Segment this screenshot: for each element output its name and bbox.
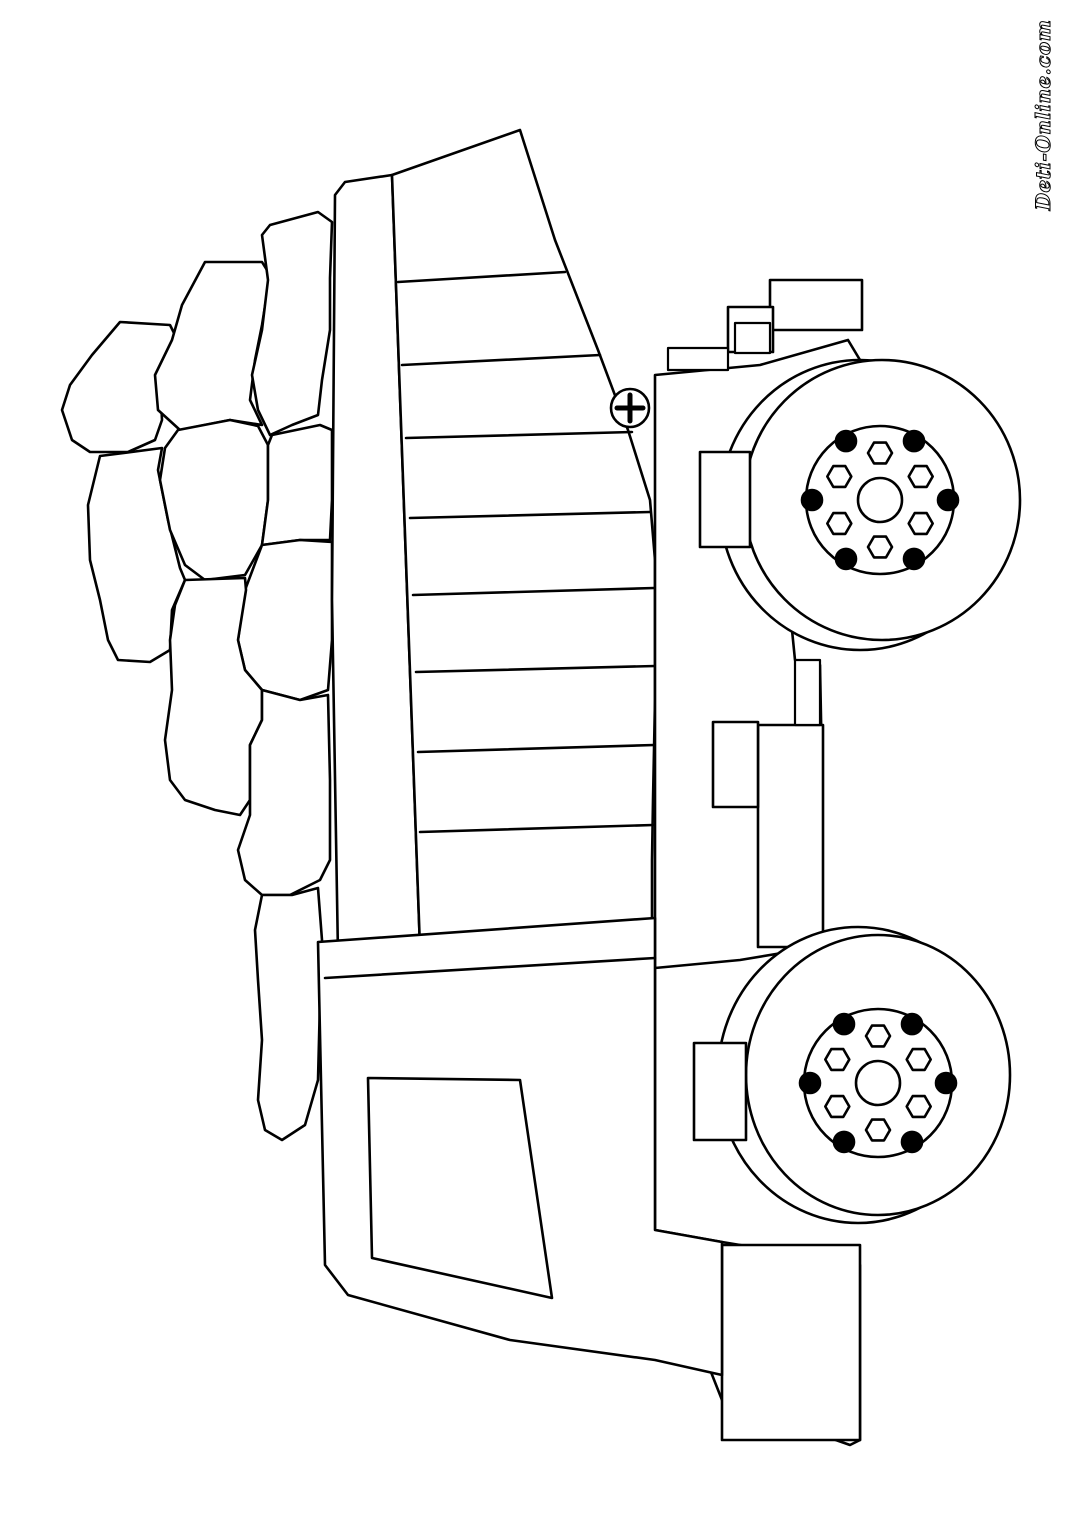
front-rim-notch-1	[900, 1012, 924, 1036]
dump-bed	[330, 128, 657, 957]
rock-8	[163, 576, 264, 817]
bed-rib-5	[411, 586, 656, 597]
rock-6	[260, 423, 334, 547]
rear-rim-notch-5	[800, 488, 824, 512]
front-lug-nut-3	[905, 1094, 933, 1119]
front-rim-notch-2	[934, 1071, 958, 1095]
truck-cab	[316, 916, 724, 1377]
rear-fender-mount	[698, 450, 752, 549]
frame-step-1	[666, 346, 730, 372]
bed-rib-7	[416, 743, 656, 754]
rear-rim-notch-3	[902, 547, 926, 571]
front-axle	[854, 1059, 902, 1107]
front-lug-nut-2	[905, 1047, 933, 1072]
bed-rib-1	[396, 270, 567, 284]
chassis	[653, 278, 864, 1447]
front-lug-nut-1	[864, 1024, 892, 1048]
front-lug-nut-4	[864, 1118, 892, 1142]
rear-lug-nut-4	[866, 535, 894, 559]
rear-rim-notch-2	[936, 488, 960, 512]
front-lug-nuts	[798, 1012, 958, 1154]
rear-lug-nuts	[800, 429, 960, 571]
bed-rib-6	[414, 664, 657, 674]
rear-lug-nut-2	[907, 464, 935, 489]
fuel-tank-cap	[711, 720, 760, 809]
frame-strut	[793, 658, 822, 727]
bed-rib-3	[404, 430, 634, 440]
rear-lug-nut-5	[825, 511, 853, 536]
fuel-tank	[756, 723, 825, 949]
rear-rim-notch-4	[834, 547, 858, 571]
front-rim-notch-5	[798, 1071, 822, 1095]
cab-window	[366, 1076, 554, 1300]
rock-5	[158, 418, 270, 582]
rock-10	[253, 886, 324, 1142]
rock-2	[153, 260, 272, 432]
rear-rim-notch-1	[902, 429, 926, 453]
front-bumper	[720, 1243, 862, 1442]
exhaust-block-low	[733, 321, 772, 355]
rock-load	[60, 210, 334, 1142]
rear-axle	[856, 476, 904, 524]
front-wheel	[692, 925, 1012, 1225]
front-rim-notch-6	[832, 1012, 856, 1036]
cab-roof-line	[323, 956, 657, 980]
rear-rim-notch-6	[834, 429, 858, 453]
front-rim-notch-3	[900, 1130, 924, 1154]
exhaust-block-top	[768, 278, 864, 332]
front-lug-nut-6	[823, 1047, 851, 1072]
rock-3	[250, 210, 334, 437]
front-lug-nut-5	[823, 1094, 851, 1119]
front-rim-notch-4	[832, 1130, 856, 1154]
bed-rib-4	[408, 510, 652, 520]
front-fender-mount	[692, 1041, 748, 1142]
rear-lug-nut-1	[866, 441, 894, 465]
rear-lug-nut-6	[825, 464, 853, 489]
rear-lug-nut-3	[907, 511, 935, 536]
bed-rib-2	[400, 353, 602, 367]
rear-wheel	[698, 358, 1022, 652]
bed-rib-8	[418, 823, 655, 834]
watermark-text: Deti-Online.com	[1031, 19, 1056, 211]
